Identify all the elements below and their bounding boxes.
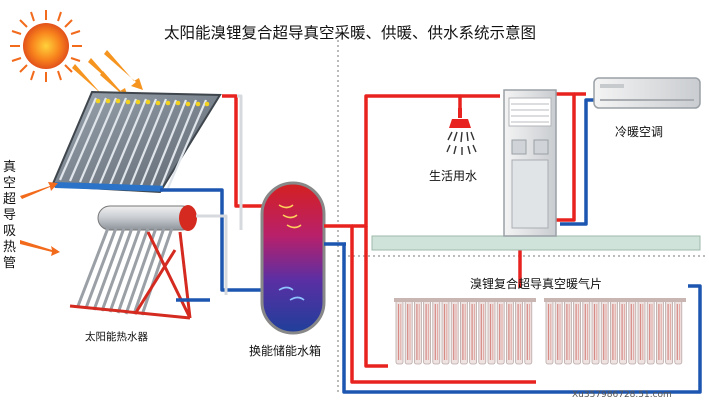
floor-slab: [371, 235, 701, 251]
cold-water-pipe: [324, 98, 702, 394]
svg-text:空: 空: [3, 176, 16, 191]
svg-text:超: 超: [3, 192, 16, 207]
label-pointer-arrows: [20, 182, 60, 256]
svg-text:热: 热: [3, 240, 16, 255]
svg-text:导: 导: [3, 208, 16, 223]
radiator-bank-left: [394, 298, 536, 365]
diagram-title: 太阳能溴锂复合超导真空采暖、供暖、供水系统示意图: [164, 23, 536, 42]
radiator-bank-right: [544, 298, 686, 365]
radiator-label: 溴锂复合超导真空暖气片: [470, 276, 602, 291]
solar-heater-label: 太阳能热水器: [85, 330, 148, 343]
storage-tank: [260, 181, 326, 335]
radiator-group: [394, 298, 686, 365]
watermark-text: Xu357986728.51.com: [572, 390, 672, 400]
solar-water-heater: [69, 205, 197, 320]
shower-icon: [446, 108, 477, 155]
svg-text:吸: 吸: [3, 224, 16, 239]
collector-tube-label: 真 空 超 导 吸 热 管: [3, 160, 16, 271]
air-conditioner-label: 冷暖空调: [615, 125, 663, 139]
sun-icon: [10, 10, 82, 82]
vacuum-collector-panel: [50, 90, 222, 194]
svg-text:管: 管: [3, 256, 16, 271]
collector-supply-pipe: [160, 94, 262, 302]
svg-text:真: 真: [3, 160, 16, 175]
storage-tank-label: 换能储能水箱: [249, 343, 321, 358]
wall-ac-unit: [593, 77, 701, 109]
floor-ac-unit: [503, 89, 557, 237]
domestic-water-label: 生活用水: [429, 169, 477, 183]
